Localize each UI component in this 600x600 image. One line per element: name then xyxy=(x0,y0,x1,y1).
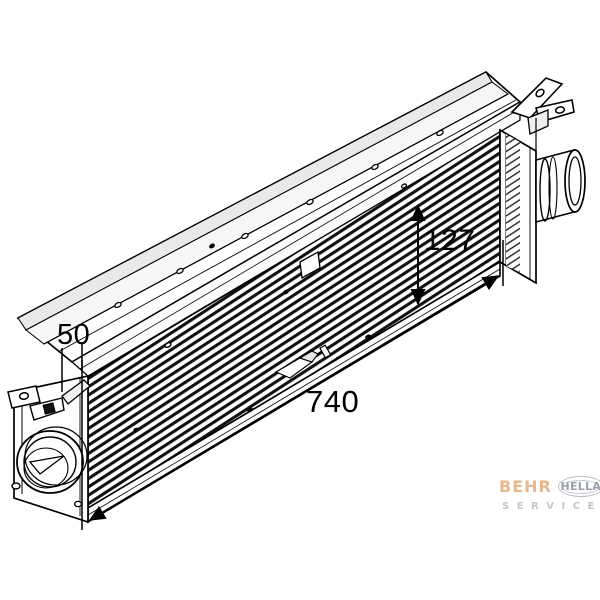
dimension-label-depth: 50 xyxy=(57,319,91,351)
behr-wordmark: BEHR xyxy=(499,476,552,496)
dimension-50 xyxy=(61,344,83,392)
left-end-tank xyxy=(7,374,91,524)
logo-brand-row: BEHR HELLA xyxy=(499,476,600,497)
behr-hella-service-logo: BEHR HELLA SERVICE xyxy=(499,476,600,520)
left-inlet-port xyxy=(16,426,88,494)
left-mounting-bracket xyxy=(7,379,91,508)
right-outlet-port xyxy=(535,148,586,224)
dim-740-arrow xyxy=(88,275,500,521)
dimension-label-length: 740 xyxy=(306,384,360,419)
hella-oval-badge: HELLA xyxy=(557,476,600,497)
dimension-740 xyxy=(81,240,504,530)
right-end-tank xyxy=(499,77,586,285)
hella-wordmark: HELLA xyxy=(560,480,600,493)
dimension-label-height: 127 xyxy=(424,224,476,257)
service-tagline: SERVICE xyxy=(502,501,600,512)
right-mounting-brackets xyxy=(510,77,575,151)
